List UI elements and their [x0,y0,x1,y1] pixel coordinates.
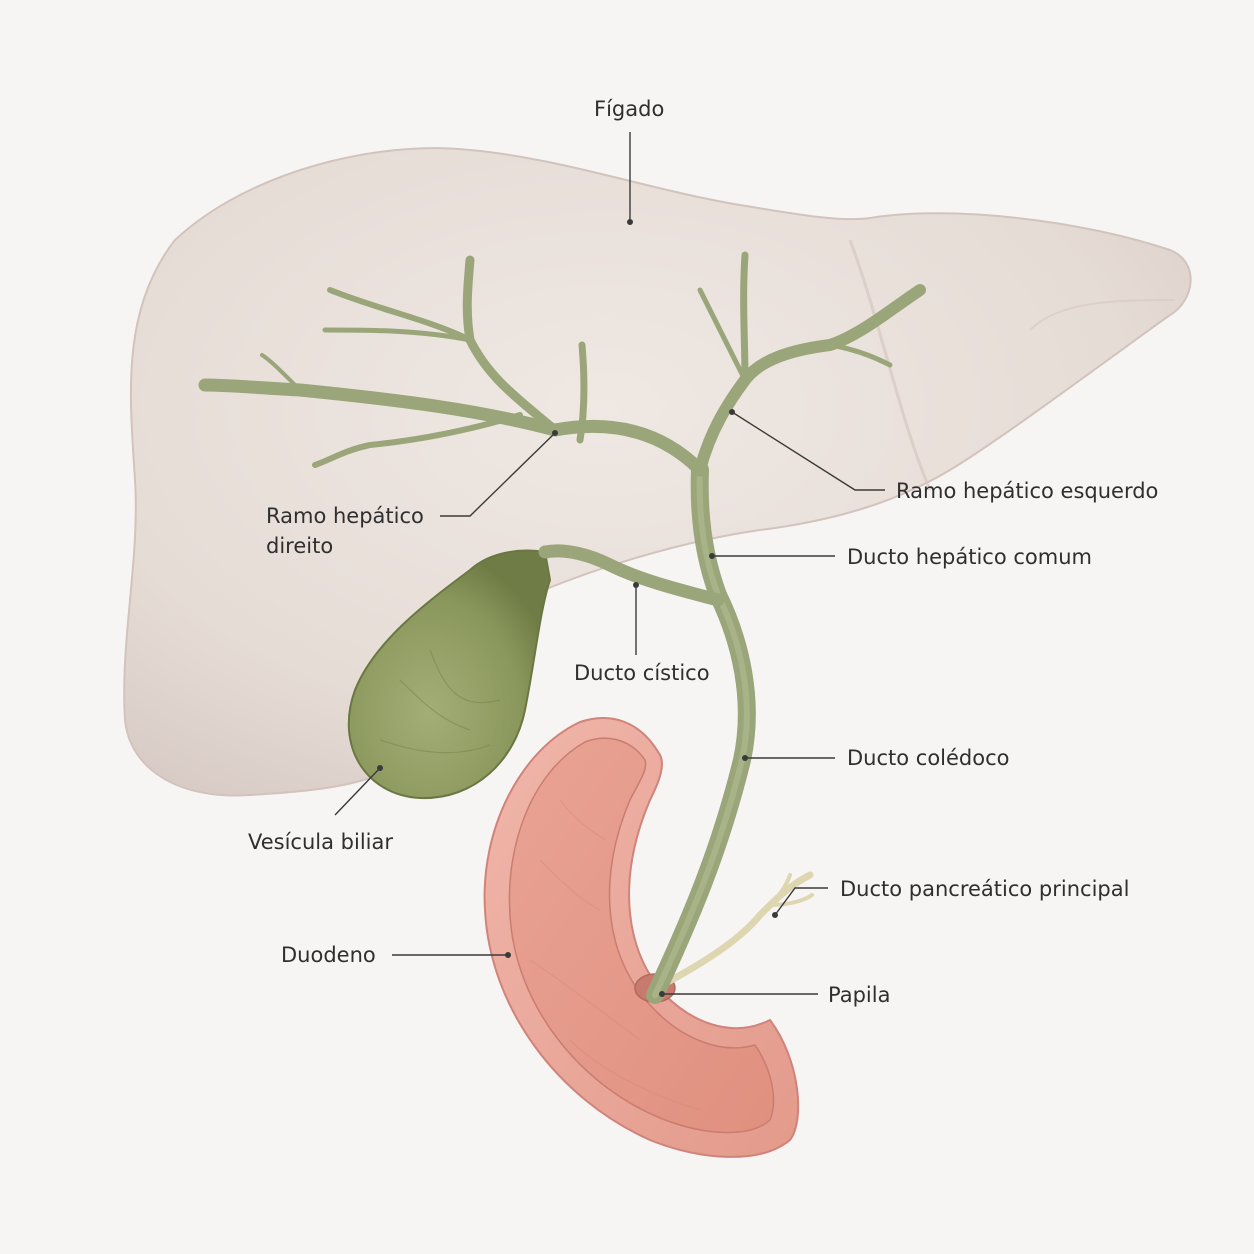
label-liver: Fígado [594,97,665,121]
label-papilla: Papila [828,983,891,1007]
label-common-hepatic-duct: Ducto hepático comum [847,545,1092,569]
pancreatic-duct [658,871,814,989]
leader-lines [334,132,885,997]
gallbladder [347,549,552,800]
duodenum [483,717,800,1158]
label-cystic-duct: Ducto cístico [574,661,710,685]
label-right-hepatic-branch: Ramo hepático direito [266,501,424,561]
label-duodenum: Duodeno [281,943,376,967]
bile-duct-tree [198,251,926,1004]
label-left-hepatic-branch: Ramo hepático esquerdo [896,479,1159,503]
label-right-hepatic-branch-line2: direito [266,534,334,558]
label-right-hepatic-branch-line1: Ramo hepático [266,504,424,528]
label-common-bile-duct: Ducto colédoco [847,746,1010,770]
label-main-pancreatic-duct: Ducto pancreático principal [840,877,1130,901]
liver [123,147,1192,797]
label-gallbladder: Vesícula biliar [248,830,394,854]
